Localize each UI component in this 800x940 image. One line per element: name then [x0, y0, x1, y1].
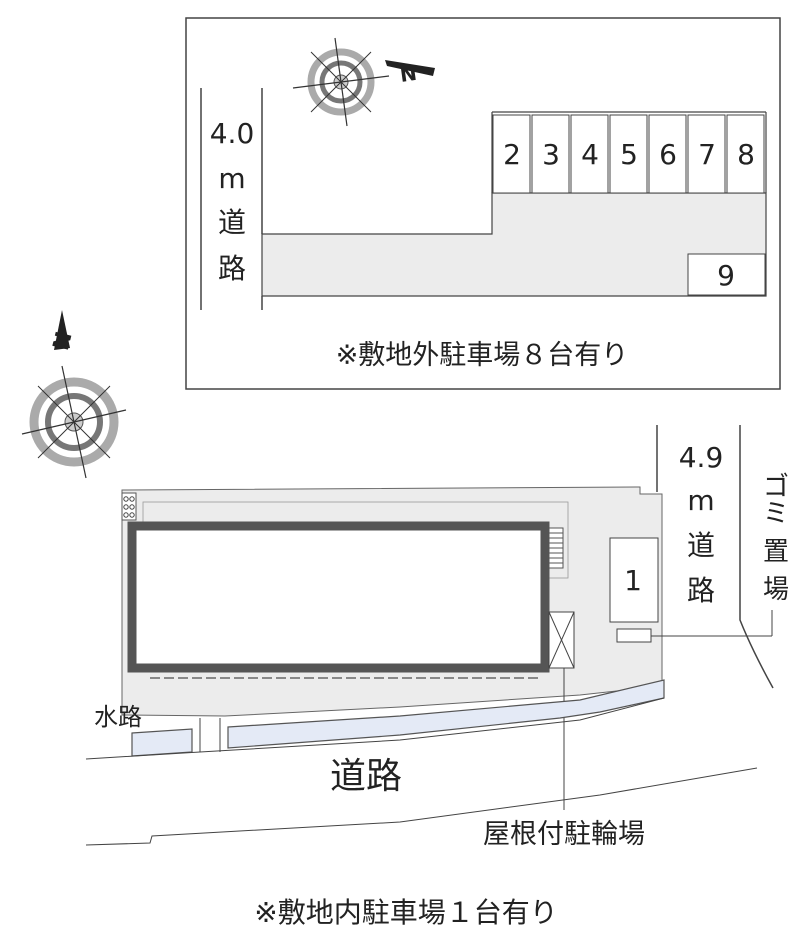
waterway — [131, 728, 193, 757]
waterway — [227, 679, 665, 749]
onsite-parking-note: ※敷地内駐車場１台有り — [254, 896, 557, 929]
garbage-label: ミ — [763, 499, 789, 529]
garbage-station — [616, 628, 652, 643]
road-label: 道 — [687, 529, 715, 562]
utility-meter-icon — [121, 492, 137, 521]
parking-space — [648, 114, 687, 194]
bike-parking-box — [548, 611, 575, 669]
road-unit-label: m — [218, 162, 245, 195]
parking-space — [531, 114, 570, 194]
main-road-label: 道路 — [330, 756, 402, 797]
compass-large-icon: N — [21, 310, 127, 479]
garbage-label: 場 — [763, 575, 789, 605]
road-label: 道 — [218, 206, 246, 239]
compass-small-icon: N — [292, 37, 435, 127]
road-label: 路 — [687, 574, 715, 607]
waterway-label: 水路 — [94, 703, 142, 731]
main-road-edge — [85, 767, 758, 846]
side-road-edge — [739, 425, 774, 689]
parking-space — [687, 253, 766, 296]
main-site: N — [21, 310, 789, 929]
bike-parking-label: 屋根付駐輪場 — [483, 819, 645, 850]
north-label: N — [49, 329, 78, 353]
space-number: 2 — [503, 138, 521, 171]
north-label: N — [398, 61, 418, 87]
road-unit-label: m — [687, 484, 714, 517]
road-width-label: 4.0 — [210, 117, 255, 150]
space-number: 5 — [620, 138, 638, 171]
parking-space — [609, 537, 659, 623]
space-number: 7 — [698, 138, 716, 171]
offsite-parking-inset: 2 3 4 5 6 7 8 9 4.0 m 道 路 N ※敷地外駐車 — [185, 17, 781, 390]
parking-space — [687, 114, 726, 194]
space-number: 1 — [624, 564, 642, 597]
parking-space — [570, 114, 609, 194]
parking-spaces-row: 2 3 4 5 6 7 8 — [492, 114, 765, 194]
apartment-building — [127, 521, 550, 673]
parking-space — [609, 114, 648, 194]
parking-space — [492, 114, 531, 194]
space-number: 9 — [717, 259, 735, 292]
staircase — [546, 527, 564, 569]
road-width-label: 4.9 — [679, 441, 724, 474]
space-number: 8 — [737, 138, 755, 171]
space-number: 4 — [581, 138, 599, 171]
inset-parking-note: ※敷地外駐車場８台有り — [336, 340, 629, 371]
parking-space — [726, 114, 765, 194]
road-label: 路 — [218, 252, 246, 285]
space-number: 6 — [659, 138, 677, 171]
main-road-edge — [85, 697, 665, 760]
space-number: 3 — [542, 138, 560, 171]
garbage-label: 置 — [763, 537, 789, 567]
garbage-label: ゴ — [763, 472, 789, 502]
